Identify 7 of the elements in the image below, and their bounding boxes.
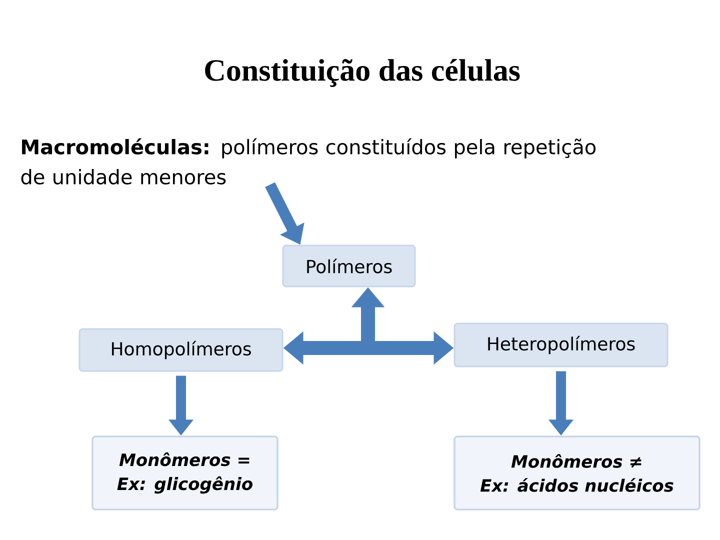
term-box: Polímeros [282,244,416,288]
term-box: Homopolímeros [78,328,284,372]
title: Constituição das células [205,59,520,87]
example-box: Monômeros ≠ Ex: ácidos nucléicos [454,436,700,510]
definition-text: Macromoléculas: polímeros constituídos pela repetição de unidade menores [21,138,596,184]
example-box: Monômeros = Ex: glicogênio [92,436,278,510]
term-box: Heteropolímeros [454,322,668,368]
